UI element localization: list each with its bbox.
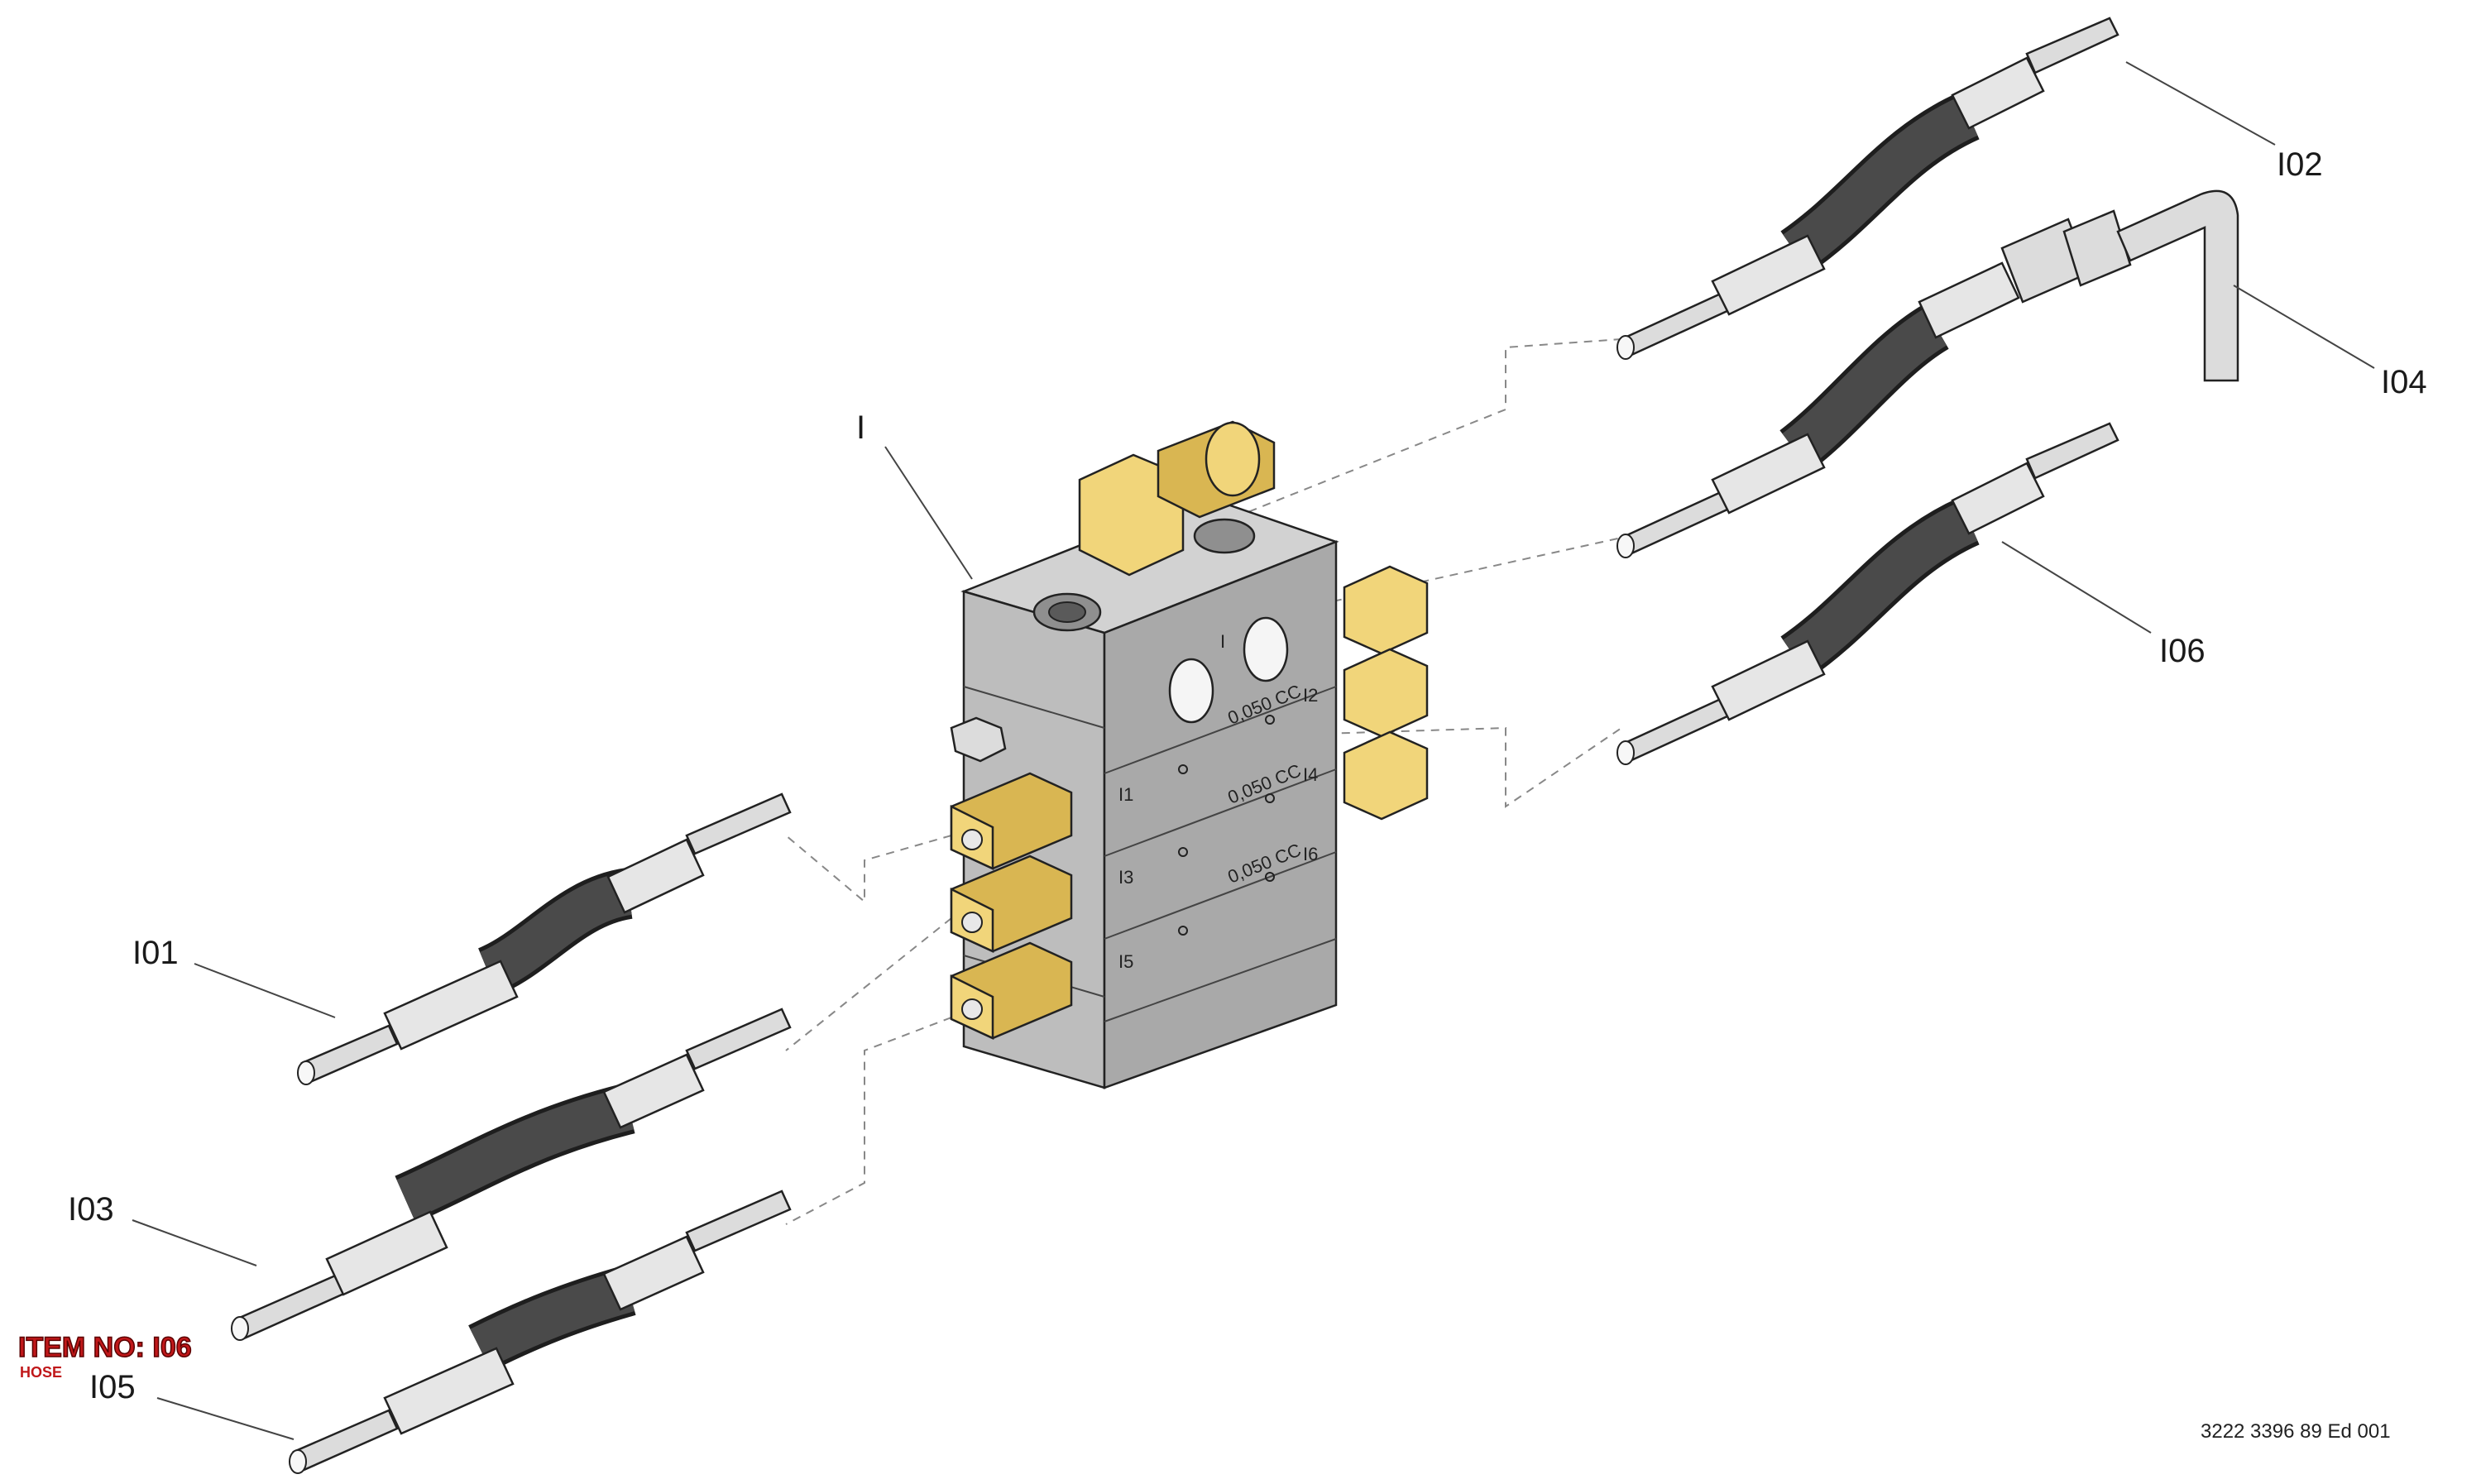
hose-assembly-i04[interactable] bbox=[1616, 189, 2239, 558]
document-number: 3222 3396 89 Ed 001 bbox=[2201, 1420, 2391, 1443]
fitting-port-i4[interactable] bbox=[1343, 648, 1429, 738]
port-label-i1: I1 bbox=[1118, 784, 1133, 805]
port-label-i6: I6 bbox=[1303, 844, 1318, 864]
hose-assembly-i02[interactable] bbox=[1616, 17, 2119, 360]
item-badge-title: ITEM NO: I06 bbox=[18, 1332, 192, 1363]
port-label-i5: I5 bbox=[1118, 951, 1133, 972]
port-label-i3: I3 bbox=[1118, 867, 1133, 888]
hex-plug bbox=[950, 716, 1007, 763]
callout-i: I bbox=[856, 409, 865, 446]
fitting-port-i6[interactable] bbox=[1343, 730, 1429, 821]
callout-i02: I02 bbox=[2277, 146, 2323, 183]
callout-i01: I01 bbox=[132, 935, 179, 971]
fitting-port-i1[interactable] bbox=[950, 772, 1073, 870]
fitting-port-i5[interactable] bbox=[950, 941, 1073, 1040]
item-badge-subtitle: HOSE bbox=[20, 1364, 62, 1381]
hose-assembly-i03[interactable] bbox=[231, 1008, 792, 1341]
hose-assembly-i01[interactable] bbox=[297, 792, 792, 1085]
callout-i04: I04 bbox=[2381, 364, 2427, 400]
hose-assembly-i05[interactable] bbox=[289, 1190, 792, 1474]
port-label-i4: I4 bbox=[1303, 764, 1318, 785]
block-top-mark: I bbox=[1220, 631, 1225, 652]
item-badge: ITEM NO: I06 HOSE bbox=[17, 1331, 192, 1381]
left-fittings[interactable] bbox=[950, 772, 1073, 1040]
fitting-port-i3[interactable] bbox=[950, 854, 1073, 953]
right-fittings[interactable] bbox=[1343, 565, 1429, 821]
fitting-port-i2[interactable] bbox=[1343, 565, 1429, 655]
callout-i03: I03 bbox=[68, 1191, 114, 1228]
top-elbow-fitting[interactable] bbox=[1078, 420, 1276, 577]
leader-lines bbox=[132, 61, 2375, 1440]
callout-i05: I05 bbox=[89, 1369, 136, 1405]
hose-assembly-i06[interactable] bbox=[1616, 422, 2119, 765]
callout-i06: I06 bbox=[2159, 633, 2206, 669]
port-label-i2: I2 bbox=[1303, 685, 1318, 706]
